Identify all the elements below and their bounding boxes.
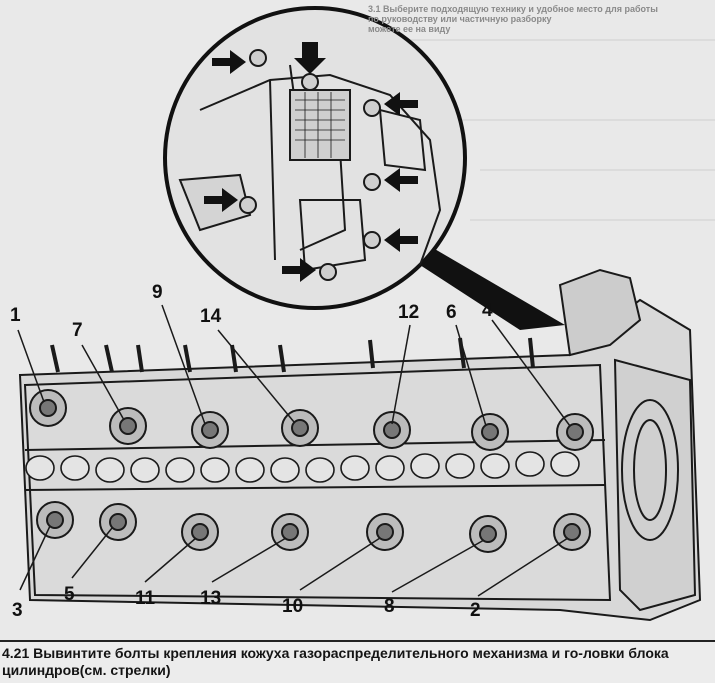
label-bolt-14: 14 [200,306,222,327]
engine-illustration: 3.1 Выберите подходящую технику и удобно… [10,4,715,622]
arrow-right-icon [282,258,316,282]
cylinder-head [18,268,702,622]
label-bolt-10: 10 [282,596,304,617]
arrow-icons [204,42,418,282]
magnifier-bolts [239,49,381,281]
arrow-left-icon [384,168,418,192]
arrow-left-icon [384,228,418,252]
figure-caption: 4.21 Вывинтите болты крепления кожуха га… [2,645,669,678]
label-bolt-9: 9 [152,282,163,303]
background-page-text: 3.1 Выберите подходящую технику и удобно… [368,4,658,34]
leader-lines [17,304,571,597]
label-bolt-11: 11 [135,588,156,609]
camshaft-lobes [25,451,580,483]
upper-bolt-row [29,389,594,451]
label-bolt-13: 13 [200,588,222,609]
label-bolt-3: 3 [12,600,23,621]
arrow-right-icon [212,50,246,74]
caption-divider [0,640,715,642]
label-bolt-7: 7 [72,320,83,341]
label-bolt-1: 1 [10,305,21,326]
arrow-left-icon [384,92,418,116]
cylinder-head-drawing [17,6,715,622]
magnifier-grid [295,92,345,158]
label-bolt-6: 6 [446,302,457,323]
background-page-lines [365,39,715,221]
label-bolt-8: 8 [384,596,395,617]
arrow-down-icon [294,42,326,74]
label-bolt-2: 2 [470,600,481,621]
magnifier-detail [163,6,565,330]
label-bolt-5: 5 [64,584,75,605]
lower-bolt-row [36,501,591,553]
arrow-right-icon [204,188,238,212]
label-bolt-12: 12 [398,302,420,323]
label-bolt-4: 4 [482,300,493,321]
